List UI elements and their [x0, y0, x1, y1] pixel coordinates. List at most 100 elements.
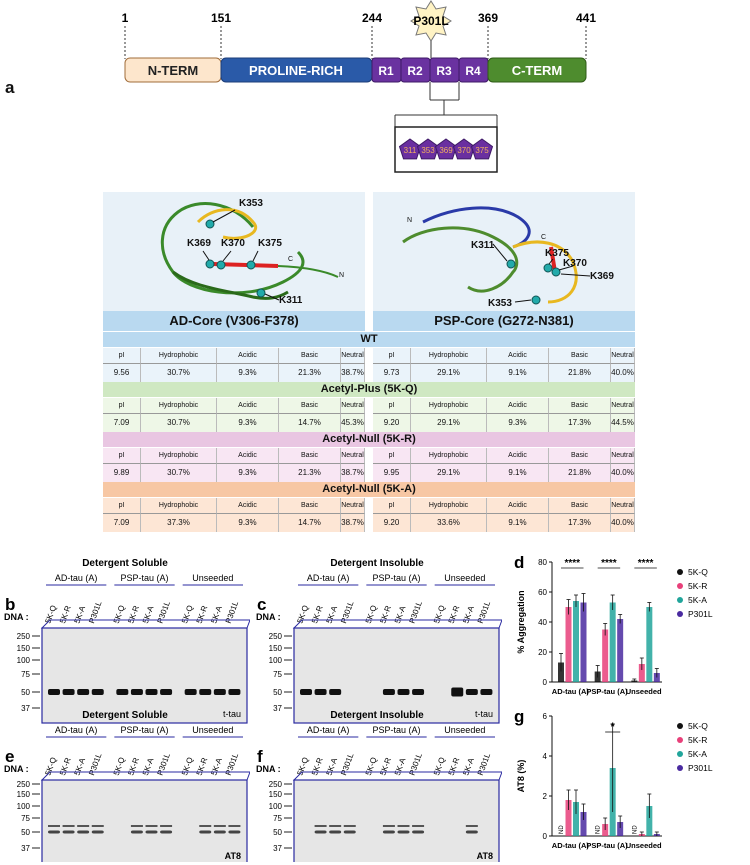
blot-band — [329, 830, 342, 834]
blot-band — [412, 825, 425, 827]
bar — [638, 664, 645, 682]
dna-label: DNA : — [4, 612, 29, 622]
psp-structure-panel: K375 K370 K369 K311 K353 C N — [373, 192, 635, 311]
blot-membrane — [293, 779, 500, 862]
table-value-cell: 29.1% — [411, 464, 487, 482]
blot-band — [382, 825, 395, 827]
blot-band — [160, 825, 173, 827]
blot-lane-label: 5K-A — [461, 604, 476, 624]
bar — [617, 619, 624, 682]
blot-group-label: Unseeded — [444, 573, 485, 583]
pos-441: 441 — [576, 11, 596, 25]
blot-band — [465, 689, 478, 695]
significance-label: **** — [564, 558, 580, 569]
psp-label-k370: K370 — [563, 258, 587, 269]
blot-group-label: PSP-tau (A) — [120, 573, 168, 583]
table-value-cell: 7.09 — [103, 414, 141, 432]
table-value-cell: 14.7% — [279, 414, 341, 432]
blot-lane-label: 5K-A — [461, 756, 476, 776]
marker-label: 75 — [21, 670, 30, 679]
blot-lane-label: 5K-R — [310, 756, 325, 776]
table-header-cell: Hydrophobic — [411, 448, 487, 464]
marker-label: 100 — [17, 656, 31, 665]
blot-stain-label: AT8 — [477, 851, 493, 861]
marker-label: 150 — [17, 790, 31, 799]
table-value-cell: 9.3% — [217, 464, 279, 482]
blot-lane-label: 5K-R — [58, 604, 73, 624]
panel-a: a 1 151 244 369 441 P301L N-TERM PROLINE… — [0, 0, 750, 180]
y-tick-label: 20 — [538, 648, 547, 657]
y-axis-label: AT8 (%) — [516, 760, 526, 793]
legend-label: 5K-A — [688, 595, 707, 605]
blot-band — [145, 689, 158, 695]
legend-marker — [677, 611, 683, 617]
table-value-cell: 38.7% — [341, 464, 365, 482]
table-header-cell: Neutral — [341, 398, 365, 414]
table-value-cell: 9.89 — [103, 464, 141, 482]
table-header-cell: Acidic — [487, 398, 549, 414]
marker-label: 250 — [17, 632, 31, 641]
blot-lane-label: 5K-A — [141, 604, 156, 624]
x-tick-label: Unseeded — [626, 687, 662, 696]
dna-label: DNA : — [256, 764, 281, 774]
table-header-cell: pI — [103, 448, 141, 464]
ad-label-n: N — [339, 272, 345, 279]
blot-lane-label: P301L — [408, 599, 425, 624]
significance-label: * — [611, 721, 616, 733]
table-group-title: Acetyl-Plus (5K-Q) — [103, 382, 635, 397]
marker-label: 100 — [269, 656, 283, 665]
table-value-cell: 44.5% — [611, 414, 635, 432]
blot-lane-label: 5K-Q — [43, 604, 58, 625]
legend-label: 5K-R — [688, 581, 707, 591]
blot-band — [77, 689, 90, 695]
nd-label: ND — [632, 825, 638, 834]
marker-label: 250 — [269, 780, 283, 789]
table-header-cell: Acidic — [487, 448, 549, 464]
table-header-cell: Acidic — [217, 348, 279, 364]
lysine-pentagon — [470, 138, 494, 160]
table-value-cell: 14.7% — [279, 514, 341, 532]
blot-band — [314, 689, 327, 695]
blot-band — [116, 689, 129, 695]
blot-membrane — [293, 627, 500, 724]
table-header-cell: Acidic — [487, 498, 549, 514]
marker-label: 150 — [269, 790, 283, 799]
blot-band — [382, 689, 395, 695]
table-value-cell: 9.3% — [217, 514, 279, 532]
blot-lane-label: P301L — [339, 751, 356, 776]
marker-label: 100 — [17, 802, 31, 811]
x-tick-label: PSP-tau (A) — [586, 687, 628, 696]
blot-lane-label: 5K-Q — [43, 756, 58, 777]
blot-lane-label: P301L — [224, 599, 241, 624]
bar — [609, 602, 616, 682]
panel-letter-a: a — [5, 78, 15, 97]
y-tick-label: 6 — [543, 712, 548, 721]
table-value-cell: 9.3% — [487, 414, 549, 432]
legend-label: 5K-R — [688, 735, 707, 745]
blot-band — [62, 689, 75, 695]
table-header-cell: pI — [373, 398, 411, 414]
table-value-cell: 21.8% — [549, 464, 611, 482]
blot-band — [343, 825, 356, 827]
blot-band — [77, 830, 90, 834]
table-value-cell: 38.7% — [341, 364, 365, 382]
blot-band — [184, 689, 197, 695]
legend-marker — [677, 597, 683, 603]
blot-band — [382, 830, 395, 834]
blot-band — [62, 825, 75, 827]
blot-band — [343, 830, 356, 834]
psp-label-k375: K375 — [545, 248, 569, 259]
marker-label: 75 — [273, 670, 282, 679]
blot-band — [314, 825, 327, 827]
ad-structure-panel: K353 K369 K370 K375 K311 C N — [103, 192, 365, 311]
blot-band — [329, 689, 342, 695]
blot-group-label: AD-tau (A) — [55, 725, 98, 735]
blot-lane-label: 5K-Q — [112, 756, 127, 777]
blot-band — [397, 689, 410, 695]
blot-lane-label: 5K-A — [325, 756, 340, 776]
psp-core-title: PSP-Core (G272-N381) — [373, 311, 635, 331]
domain-label-r2: R2 — [407, 64, 423, 78]
table-value-cell: 9.20 — [373, 514, 411, 532]
